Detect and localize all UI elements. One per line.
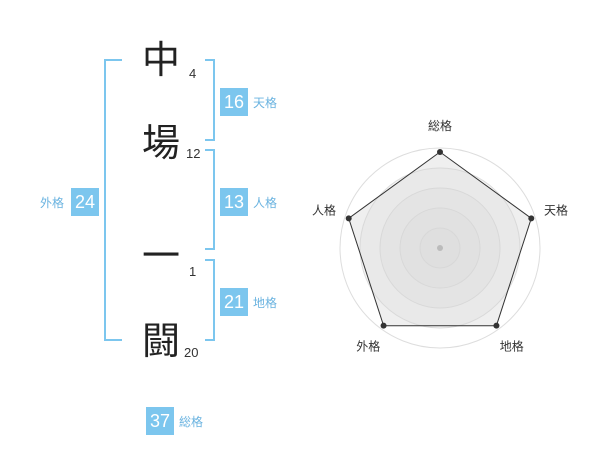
stroke-count-3: 1 xyxy=(189,264,197,279)
radar-ring xyxy=(339,147,541,349)
radar-polygon xyxy=(348,151,532,327)
stroke-count-2: 12 xyxy=(186,146,201,161)
radar-point xyxy=(437,149,443,155)
jinkaku-bracket xyxy=(205,149,215,250)
jinkaku-badge: 13 xyxy=(220,188,248,216)
chikaku-badge: 21 xyxy=(220,288,248,316)
radar-points xyxy=(345,149,535,329)
tenkaku-bracket xyxy=(205,59,215,141)
name-kanji-1: 中 xyxy=(141,38,180,82)
radar-point xyxy=(528,215,535,222)
radar-axis-label: 地格 xyxy=(500,339,524,354)
gaikaku-badge: 24 xyxy=(71,188,99,216)
name-kanji-2: 場 xyxy=(141,121,180,165)
radar-point xyxy=(345,215,352,222)
name-kanji-4: 闘 xyxy=(141,319,180,363)
radar-point xyxy=(493,322,500,329)
radar-center-dot xyxy=(437,245,443,251)
radar-point xyxy=(380,322,387,329)
stroke-count-1: 4 xyxy=(189,66,197,81)
tenkaku-label: 天格 xyxy=(253,96,278,110)
jinkaku-label: 人格 xyxy=(253,196,278,210)
soukaku-label: 総格 xyxy=(179,415,204,429)
gaikaku-bracket xyxy=(104,59,122,341)
stroke-count-4: 20 xyxy=(184,345,199,360)
soukaku-badge: 37 xyxy=(146,407,174,435)
chikaku-label: 地格 xyxy=(253,296,278,310)
radar-axis-label: 天格 xyxy=(544,202,568,217)
name-kanji-3: 一 xyxy=(141,234,180,278)
gaikaku-label: 外格 xyxy=(40,196,65,210)
radar-axis-label: 外格 xyxy=(356,339,380,354)
radar-axis-label: 総格 xyxy=(428,118,452,133)
chikaku-bracket xyxy=(205,259,215,341)
radar-axis-label: 人格 xyxy=(312,202,336,217)
tenkaku-badge: 16 xyxy=(220,88,248,116)
